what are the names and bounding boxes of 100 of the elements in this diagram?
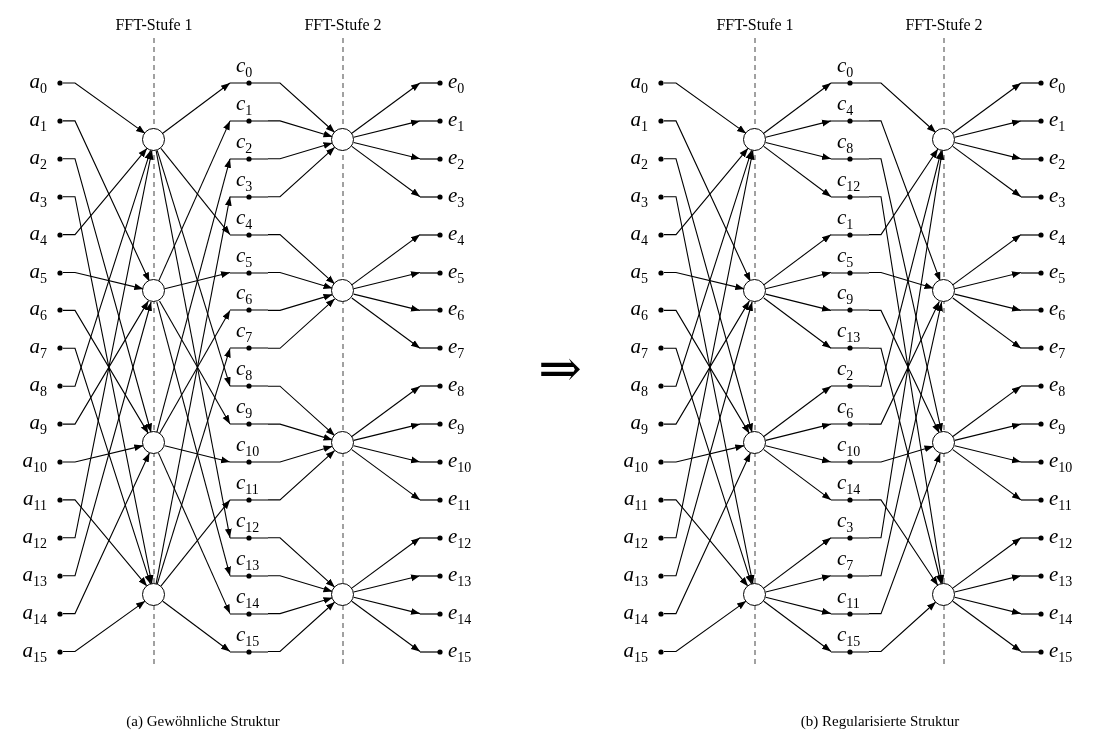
figure-caption: (b) Regularisierte Struktur bbox=[800, 712, 960, 730]
signal-label: e$_{5}$ bbox=[448, 259, 465, 282]
signal-label: c$_{7}$ bbox=[837, 546, 854, 569]
butterfly-node bbox=[142, 279, 165, 303]
signal-label: c$_{5}$ bbox=[837, 243, 854, 266]
butterfly-node bbox=[331, 279, 354, 303]
signal-label: a$_{0}$ bbox=[630, 70, 648, 92]
signal-label: e$_{7}$ bbox=[1049, 335, 1066, 358]
signal-label: e$_{12}$ bbox=[448, 524, 472, 547]
arrow bbox=[267, 120, 334, 138]
arrow bbox=[765, 596, 832, 615]
signal-label: e$_{9}$ bbox=[1049, 411, 1066, 434]
arrow bbox=[663, 82, 747, 134]
arrow bbox=[353, 596, 421, 615]
arrow bbox=[868, 499, 939, 587]
arrow bbox=[164, 445, 231, 464]
signal-label: e$_{5}$ bbox=[1049, 259, 1066, 282]
arrow bbox=[353, 119, 421, 138]
signal-label: a$_{3}$ bbox=[630, 183, 648, 206]
arrow bbox=[952, 234, 1022, 286]
arrow bbox=[156, 158, 231, 433]
arrow bbox=[868, 347, 943, 585]
arrow bbox=[353, 422, 421, 441]
arrow bbox=[952, 297, 1022, 349]
implication-symbol: ⇒ bbox=[538, 339, 582, 398]
figure-caption: (a) Gewöhnliche Struktur bbox=[126, 712, 280, 730]
arrow bbox=[763, 82, 832, 134]
butterfly-node bbox=[932, 279, 955, 303]
arrow bbox=[868, 120, 941, 282]
signal-label: c$_{14}$ bbox=[236, 584, 260, 607]
signal-label: e$_{15}$ bbox=[448, 638, 472, 661]
arrow bbox=[868, 150, 945, 539]
signal-label: c$_{2}$ bbox=[236, 129, 253, 152]
arrow bbox=[351, 449, 421, 501]
signal-label: a$_{14}$ bbox=[623, 600, 648, 623]
signal-label: e$_{11}$ bbox=[1049, 486, 1072, 509]
signal-label: a$_{8}$ bbox=[630, 373, 648, 396]
signal-label: a$_{5}$ bbox=[630, 259, 648, 282]
arrow bbox=[156, 347, 231, 585]
arrow bbox=[868, 149, 943, 387]
arrow bbox=[62, 499, 148, 587]
signal-label: e$_{6}$ bbox=[1049, 297, 1066, 320]
arrow bbox=[663, 271, 745, 291]
arrow bbox=[952, 449, 1022, 501]
signal-label: a$_{6}$ bbox=[630, 297, 648, 320]
signal-label: a$_{8}$ bbox=[29, 373, 47, 396]
arrow bbox=[663, 444, 745, 463]
arrow bbox=[763, 297, 832, 349]
signal-label: c$_{12}$ bbox=[236, 508, 260, 531]
arrow bbox=[954, 119, 1022, 138]
arrow bbox=[954, 422, 1022, 441]
signal-label: e$_{6}$ bbox=[448, 297, 465, 320]
signal-label: a$_{10}$ bbox=[22, 449, 47, 471]
arrow bbox=[62, 600, 146, 653]
arrow bbox=[155, 196, 232, 585]
signal-label: a$_{9}$ bbox=[29, 411, 47, 434]
arrow bbox=[267, 597, 334, 615]
arrow bbox=[952, 145, 1022, 198]
arrow bbox=[868, 196, 945, 585]
signal-label: e$_{10}$ bbox=[1049, 449, 1073, 471]
signal-label: e$_{2}$ bbox=[1049, 145, 1066, 168]
stage-heading: FFT-Stufe 2 bbox=[905, 16, 983, 34]
signal-label: a$_{1}$ bbox=[630, 107, 648, 130]
signal-label: e$_{4}$ bbox=[1049, 221, 1066, 244]
arrow bbox=[351, 297, 421, 349]
signal-label: a$_{15}$ bbox=[623, 638, 648, 661]
arrow bbox=[353, 271, 421, 290]
signal-label: a$_{4}$ bbox=[29, 221, 47, 244]
arrow bbox=[267, 449, 336, 501]
arrow bbox=[62, 444, 144, 463]
arrow bbox=[62, 301, 152, 577]
signal-label: c$_{8}$ bbox=[236, 357, 253, 380]
arrow bbox=[267, 142, 334, 160]
signal-label: e$_{3}$ bbox=[1049, 183, 1066, 206]
signal-label: c$_{3}$ bbox=[236, 167, 253, 190]
signal-label: c$_{13}$ bbox=[837, 319, 861, 342]
signal-label: e$_{8}$ bbox=[448, 373, 465, 396]
signal-label: c$_{12}$ bbox=[837, 167, 861, 190]
signal-label: e$_{3}$ bbox=[448, 183, 465, 206]
signal-label: e$_{0}$ bbox=[1049, 70, 1066, 92]
arrow bbox=[267, 445, 334, 463]
stage-heading: FFT-Stufe 1 bbox=[115, 16, 193, 34]
arrow bbox=[351, 82, 421, 134]
signal-label: c$_{15}$ bbox=[236, 622, 260, 645]
signal-label: e$_{1}$ bbox=[448, 107, 465, 130]
arrow bbox=[162, 600, 231, 653]
arrow bbox=[763, 234, 832, 286]
signal-label: a$_{5}$ bbox=[29, 259, 47, 282]
arrow bbox=[164, 271, 231, 290]
arrow bbox=[663, 149, 753, 387]
signal-label: a$_{2}$ bbox=[29, 145, 47, 168]
signal-label: a$_{13}$ bbox=[22, 562, 47, 585]
arrow bbox=[763, 385, 832, 438]
arrow bbox=[765, 271, 832, 290]
arrow bbox=[868, 148, 939, 236]
arrow bbox=[156, 149, 231, 387]
arrow bbox=[353, 293, 421, 312]
signal-label: c$_{14}$ bbox=[837, 470, 861, 493]
arrow bbox=[952, 600, 1022, 653]
butterfly-node bbox=[331, 582, 354, 606]
